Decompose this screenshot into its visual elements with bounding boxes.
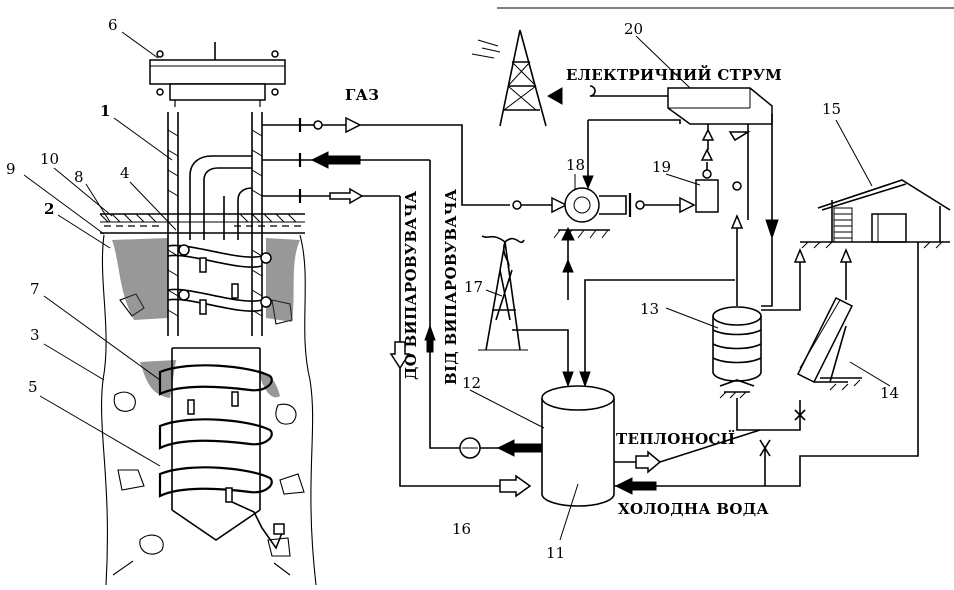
- caption-gas: ГАЗ: [345, 86, 379, 104]
- wind-turbine-17: [478, 236, 573, 386]
- caption-coolants: ТЕПЛОНОСІЇ: [616, 429, 735, 448]
- callout-4: 4: [120, 164, 130, 182]
- ground-surface-layers: [100, 214, 305, 233]
- heat-storage-13: [713, 182, 805, 430]
- controller-20: [588, 88, 778, 238]
- callout-8: 8: [74, 168, 84, 186]
- callout-16: 16: [452, 520, 471, 538]
- callout-9: 9: [6, 160, 16, 178]
- hot-water-tank: [542, 386, 614, 540]
- callout-18: 18: [566, 156, 585, 174]
- well-casing: [168, 112, 262, 336]
- callout-1: 1: [100, 102, 110, 120]
- house-15: [800, 180, 950, 440]
- callout-20: 20: [624, 20, 643, 38]
- solar-collector-14: [760, 250, 862, 486]
- well-coils: [168, 245, 271, 314]
- callout-12: 12: [462, 374, 481, 392]
- callout-17: 17: [464, 278, 483, 296]
- valve-19: [696, 150, 718, 212]
- callout-15: 15: [822, 100, 841, 118]
- captions: ГАЗ ЕЛЕКТРИЧНИЙ СТРУМ ДО ВИПАРОВУВАЧА ВІ…: [345, 65, 782, 518]
- callout-13: 13: [640, 300, 659, 318]
- caption-to-evaporator: ДО ВИПАРОВУВАЧА: [402, 190, 420, 380]
- callout-11: 11: [546, 544, 565, 562]
- callout-3: 3: [30, 326, 40, 344]
- callout-6: 6: [108, 16, 118, 34]
- caption-cold-water: ХОЛОДНА ВОДА: [618, 500, 769, 518]
- callout-7: 7: [30, 280, 40, 298]
- callout-2: 2: [44, 200, 54, 218]
- caption-from-evaporator: ВІД ВИПАРОВУВАЧА: [442, 188, 460, 385]
- caption-electric-current: ЕЛЕКТРИЧНИЙ СТРУМ: [566, 65, 782, 84]
- pump-16: [460, 438, 542, 458]
- callout-5: 5: [28, 378, 38, 396]
- callout-10: 10: [40, 150, 59, 168]
- callout-19: 19: [652, 158, 671, 176]
- callout-14: 14: [880, 384, 899, 402]
- well-cover: [150, 42, 285, 112]
